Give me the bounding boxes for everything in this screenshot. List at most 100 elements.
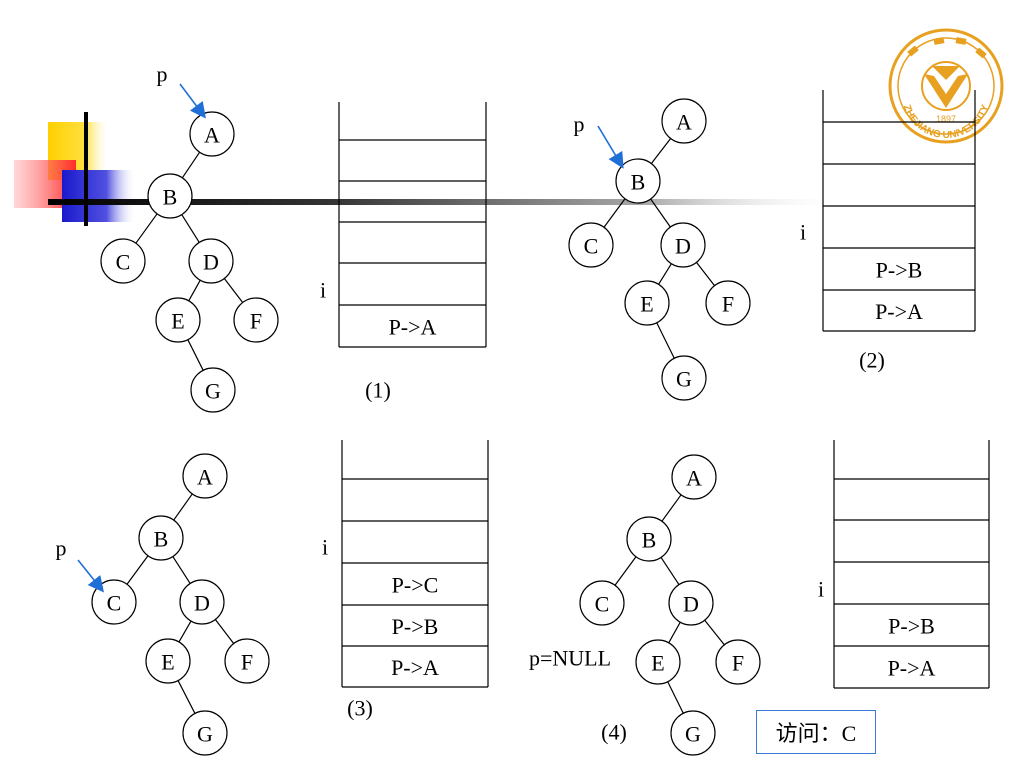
pointer-label: p [157,62,168,87]
decorative-corner-blocks [14,112,848,226]
tree-node-d: D [188,238,234,284]
tree-edge-E-G [177,680,196,714]
node-circle [660,222,706,268]
visit-text: 访问：C [775,721,857,746]
tree-edge-E-G [656,322,675,359]
node-label: D [203,250,219,275]
tree-edge-B-C [603,198,626,228]
node-circle [668,580,714,626]
node-label: D [194,591,210,616]
node-circle [155,297,201,343]
node-label: C [116,250,131,275]
pointer-label: p [574,112,585,137]
horizontal-bar [48,199,848,205]
node-label: G [197,722,213,747]
null-pointer-label: p=NULL [529,646,611,671]
node-label: F [241,650,253,675]
blue-block [62,170,136,222]
node-circle [661,355,707,401]
tree-node-d: D [668,580,714,626]
tree-node-d: D [660,222,706,268]
tree-node-c: C [100,238,146,284]
tree-edge-A-B [661,494,682,522]
tree-edge-B-D [172,556,191,584]
tree-node-f: F [224,638,270,684]
zhejiang-university-logo: 1897 ZHEJIANG UNIVERSITY [888,28,1004,144]
node-circle [224,638,270,684]
node-circle [715,639,761,685]
tree-edges [603,138,715,359]
stack-entry: P->A [391,655,439,680]
stack-entry: P->B [876,258,923,283]
tree-edges [135,151,244,371]
node-circle [233,297,279,343]
stack: P->A [338,102,487,348]
tree-node-f: F [705,280,751,326]
node-circle [145,638,191,684]
stack-entry: P->C [392,573,439,598]
tree-edge-B-C [126,555,149,585]
tree-edge-D-E [188,279,201,302]
tree-node-b: B [138,515,184,561]
stack-entry: P->B [392,614,439,639]
node-label: F [722,292,734,317]
stack-index-label: i [800,220,806,245]
node-label: C [595,592,610,617]
node-label: A [204,123,220,148]
tree-edge-D-E [658,263,672,285]
tree-edge-B-D [650,198,671,228]
tree-edge-B-C [614,556,637,586]
node-circle [671,454,717,500]
tree-node-e: E [155,297,201,343]
tree-node-f: F [233,297,279,343]
visit-box: 访问：C [756,710,876,754]
node-circle [705,280,751,326]
node-circle [635,639,681,685]
node-circle [615,158,661,204]
pointer-arrow [179,83,206,119]
node-label: E [161,650,174,675]
tree-edge-D-E [178,620,192,643]
node-circle [568,222,614,268]
node-label: A [197,465,213,490]
node-label: G [676,367,692,392]
node-circle [179,579,225,625]
stack-entry: P->B [888,614,935,639]
node-circle [661,98,707,144]
node-circle [670,710,716,756]
tree-node-g: G [182,710,228,756]
tree-edge-B-D [660,557,680,585]
tree-edge-B-C [135,213,158,244]
tree-node-e: E [635,639,681,685]
tree-node-b: B [615,158,661,204]
tree-node-a: A [182,453,228,499]
stack: P->BP->A [833,440,990,689]
stack-index-label: i [320,278,326,303]
tree-node-c: C [579,580,625,626]
node-label: D [683,592,699,617]
vertical-bar [84,112,88,226]
stack-entry: P->A [875,299,923,324]
stack: P->B P->A [822,90,976,332]
tree-node-d: D [179,579,225,625]
panel-caption: (4) [601,720,627,745]
tree-node-a: A [671,454,717,500]
logo-year: 1897 [936,114,956,124]
node-label: D [675,234,691,259]
node-label: C [584,234,599,259]
tree-edge-E-G [187,339,204,371]
tree-node-g: G [670,710,716,756]
node-circle [189,111,235,157]
tree-node-e: E [145,638,191,684]
pointer-arrow [77,559,104,593]
node-label: E [640,292,653,317]
node-circle [579,580,625,626]
tree-edge-B-D [181,214,200,243]
tree-node-b: B [147,173,193,219]
tree-node-g: G [661,355,707,401]
pointer-arrow [597,125,624,169]
node-circle [626,516,672,562]
